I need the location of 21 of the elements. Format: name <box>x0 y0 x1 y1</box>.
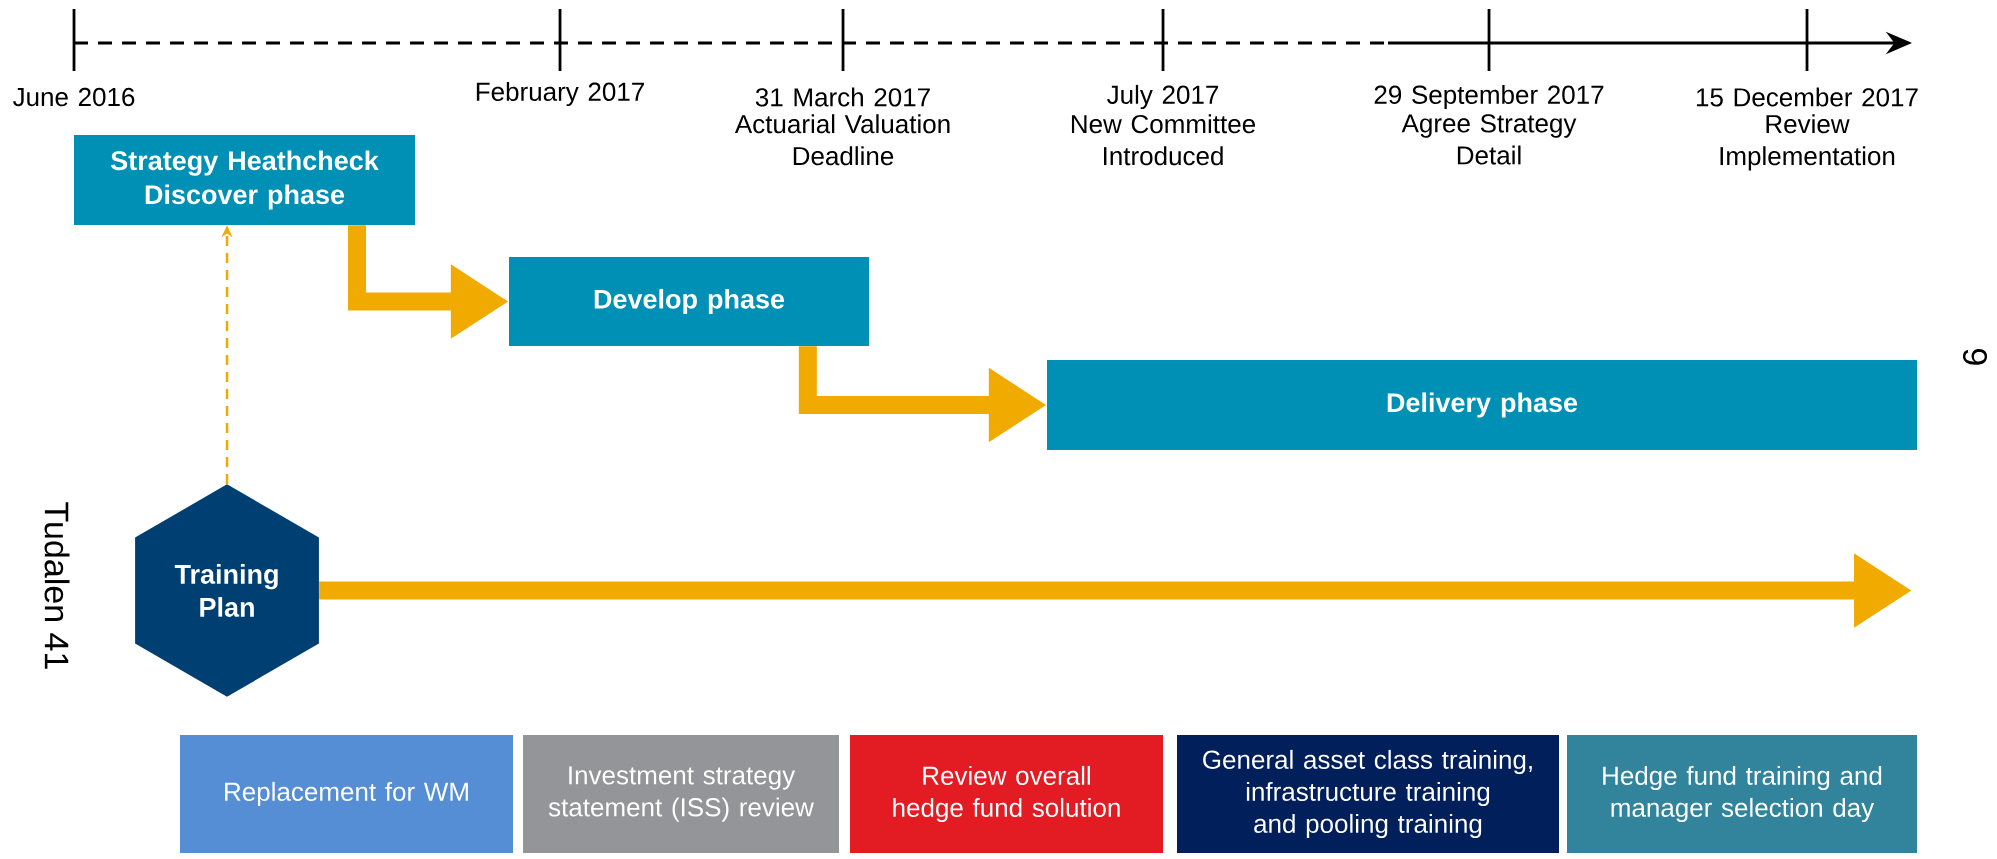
phase-box: Develop phase <box>509 257 869 346</box>
page-number: 6 <box>1962 349 1988 365</box>
training-box: General asset class training, infrastructure training and pooling training <box>1177 735 1559 853</box>
milestone-label: Review Implementation <box>1720 114 1895 171</box>
date-label: February 2017 <box>476 81 644 107</box>
milestone-label: New Committee Introduced <box>1071 114 1255 166</box>
phase-box: Delivery phase <box>1047 360 1917 450</box>
phase-box: Strategy Heathcheck Discover phase <box>74 135 415 225</box>
date-label: June 2016 <box>13 87 135 107</box>
date-label: July 2017 <box>1107 84 1219 110</box>
training-box: Review overall hedge fund solution <box>850 735 1163 853</box>
page-number: Tudalen 41 <box>44 502 70 669</box>
training-box: Hedge fund training and manager selection day <box>1567 735 1917 853</box>
training-box: Investment strategy statement (ISS) review <box>523 735 839 853</box>
training-box: Replacement for WM <box>180 735 513 853</box>
date-label: 29 September 2017 <box>1374 84 1604 110</box>
hexagon: Training Plan <box>135 484 319 697</box>
milestone-label: Agree Strategy Detail <box>1401 114 1577 165</box>
date-label: 15 December 2017 <box>1696 87 1918 107</box>
date-label: 31 March 2017 <box>755 87 930 107</box>
milestone-label: Actuarial Valuation Deadline <box>734 114 950 166</box>
